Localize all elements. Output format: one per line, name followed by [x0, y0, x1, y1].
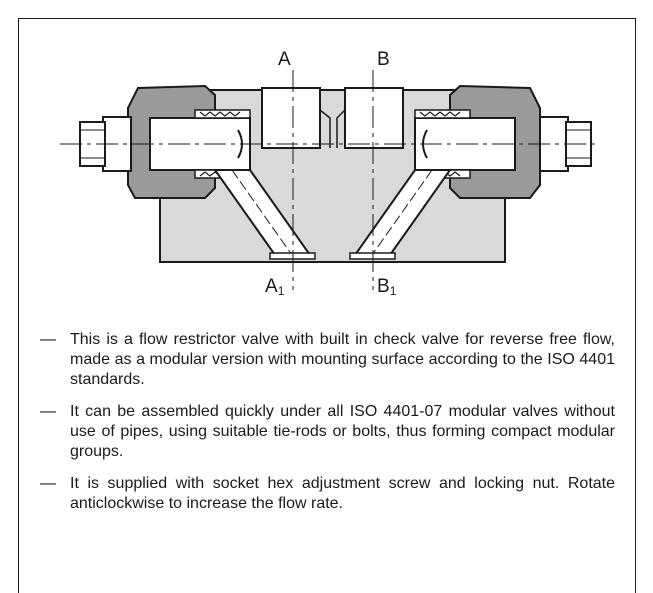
- port-b-channel: [344, 87, 404, 149]
- description-item: This is a flow restrictor valve with bui…: [40, 330, 615, 390]
- figure-frame: [18, 18, 636, 593]
- description-item: It can be assembled quickly under all IS…: [40, 402, 615, 462]
- label-port-b: B: [377, 49, 390, 70]
- valve-cross-section-diagram: A B A1 B1: [60, 49, 600, 298]
- description-item: It is supplied with socket hex adjustmen…: [40, 474, 615, 514]
- label-port-b1-sub: 1: [390, 284, 397, 298]
- label-port-b1: B1: [377, 276, 397, 298]
- label-port-b1-main: B: [377, 276, 390, 297]
- label-port-a1-sub: 1: [278, 284, 285, 298]
- port-a-channel: [261, 87, 321, 149]
- description-list: This is a flow restrictor valve with bui…: [40, 330, 615, 526]
- label-port-a: A: [278, 49, 291, 70]
- label-port-a1-main: A: [265, 276, 278, 297]
- label-port-a1: A1: [265, 276, 285, 298]
